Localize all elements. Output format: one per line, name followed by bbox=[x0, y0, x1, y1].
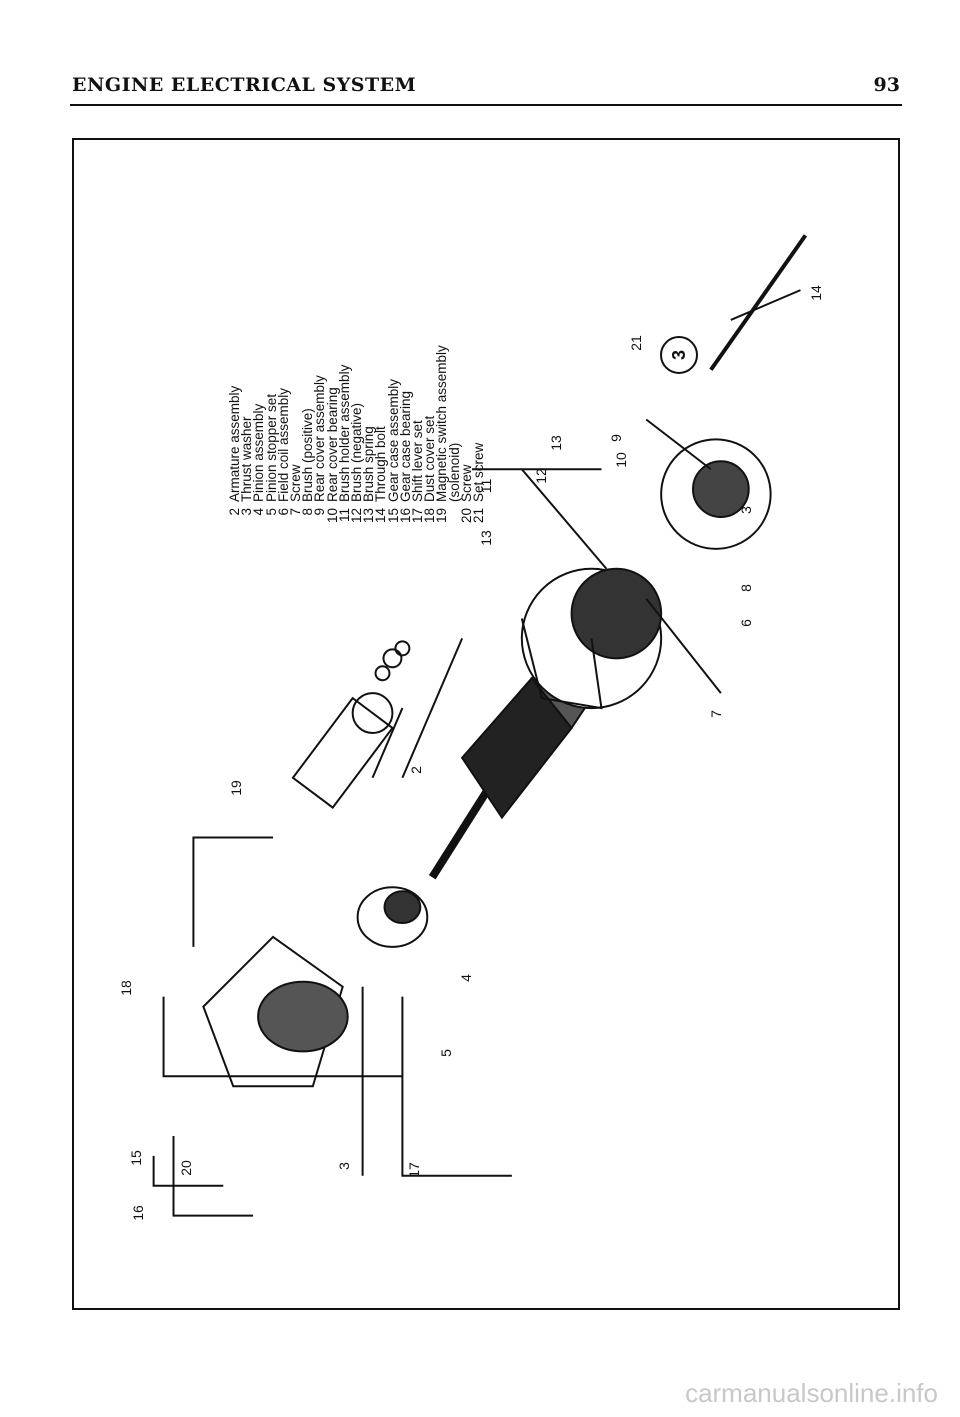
callout-15: 15 bbox=[128, 1150, 144, 1166]
page-title: ENGINE ELECTRICAL SYSTEM bbox=[72, 74, 417, 96]
callout-13b: 13 bbox=[548, 435, 564, 451]
callout-11: 11 bbox=[478, 478, 494, 494]
callout-7: 7 bbox=[708, 710, 724, 718]
callout-4: 4 bbox=[458, 974, 474, 982]
rear-cover-drawing bbox=[660, 438, 772, 550]
callout-9: 9 bbox=[608, 434, 624, 442]
callout-2: 2 bbox=[408, 766, 424, 774]
callout-18: 18 bbox=[118, 980, 134, 996]
callout-6: 6 bbox=[738, 619, 754, 627]
watermark: carmanualsonline.info bbox=[685, 1378, 938, 1408]
page-number: 93 bbox=[873, 74, 900, 96]
callout-12: 12 bbox=[533, 468, 549, 484]
pinion-drawing bbox=[356, 886, 429, 948]
field-coil-drawing bbox=[520, 567, 663, 710]
callout-10: 10 bbox=[613, 452, 629, 468]
callout-3b: 3 bbox=[738, 506, 754, 514]
callout-13a: 13 bbox=[478, 530, 494, 546]
callout-20: 20 bbox=[178, 1160, 194, 1176]
header-rule bbox=[70, 104, 902, 106]
starter-exploded-diagram bbox=[152, 234, 808, 1217]
callout-17: 17 bbox=[406, 1162, 422, 1178]
page-header: ENGINE ELECTRICAL SYSTEM 93 bbox=[72, 74, 900, 102]
callout-16: 16 bbox=[130, 1205, 146, 1221]
callout-19: 19 bbox=[228, 780, 244, 796]
callout-8: 8 bbox=[738, 584, 754, 592]
gear-case-drawing bbox=[202, 935, 349, 1088]
callout-21: 21 bbox=[628, 335, 644, 351]
callout-3a: 3 bbox=[336, 1162, 352, 1170]
callout-5: 5 bbox=[438, 1049, 454, 1057]
through-bolt-drawing bbox=[709, 234, 808, 371]
callout-14: 14 bbox=[808, 285, 824, 301]
solenoid-drawing bbox=[291, 640, 411, 809]
figure-number-badge: 3 bbox=[660, 336, 698, 374]
